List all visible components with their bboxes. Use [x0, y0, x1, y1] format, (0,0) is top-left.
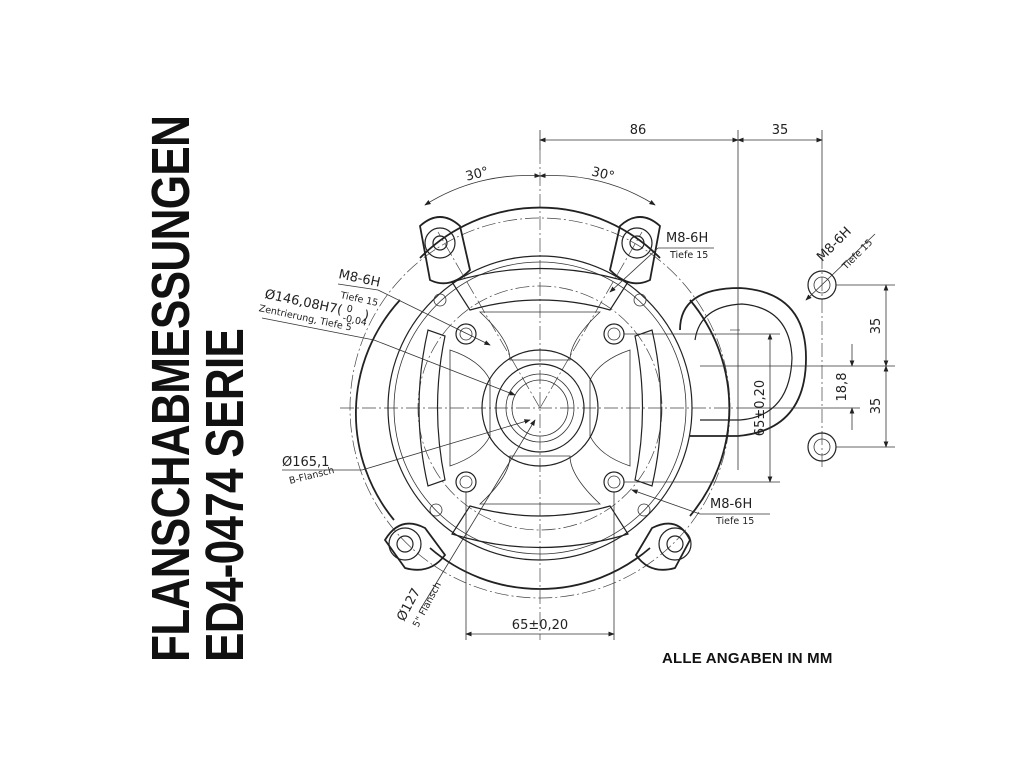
units-note: ALLE ANGABEN IN MM [662, 650, 833, 667]
central-hub [481, 349, 599, 467]
angle-left: 30° [464, 165, 490, 185]
dim-35-top: 35 [772, 123, 789, 138]
dim-65-bottom: 65±0,20 [512, 618, 568, 633]
centering-close: ) [362, 308, 370, 324]
right-dimensions [624, 284, 895, 483]
dim-86: 86 [630, 123, 647, 138]
thread-left-depth: Tiefe 15 [338, 290, 379, 309]
leader-lines [261, 233, 876, 611]
inner-web [418, 267, 662, 549]
flange-outline [354, 206, 731, 590]
mounting-ears [383, 216, 692, 571]
dim-35-right-lower: 35 [869, 398, 884, 415]
dim-18-8: 18,8 [835, 373, 850, 402]
dim-35-right-upper: 35 [869, 318, 884, 335]
angle-right: 30° [590, 165, 616, 185]
thread-top-depth: Tiefe 15 [669, 250, 708, 261]
thread-top: M8-6H [666, 231, 708, 246]
bottom-dimension [465, 492, 615, 640]
dim-65-right: 65±0,20 [753, 380, 768, 436]
flange-b-diameter: Ø165,1 [282, 455, 329, 470]
thread-bottom: M8-6H [710, 497, 752, 512]
thread-bottom-depth: Tiefe 15 [715, 516, 754, 527]
center-lines [340, 150, 823, 640]
centering-tol-upper: 0 [346, 303, 354, 315]
top-dimensions [424, 130, 823, 470]
centering-tol-lower: -0,04 [342, 313, 368, 329]
